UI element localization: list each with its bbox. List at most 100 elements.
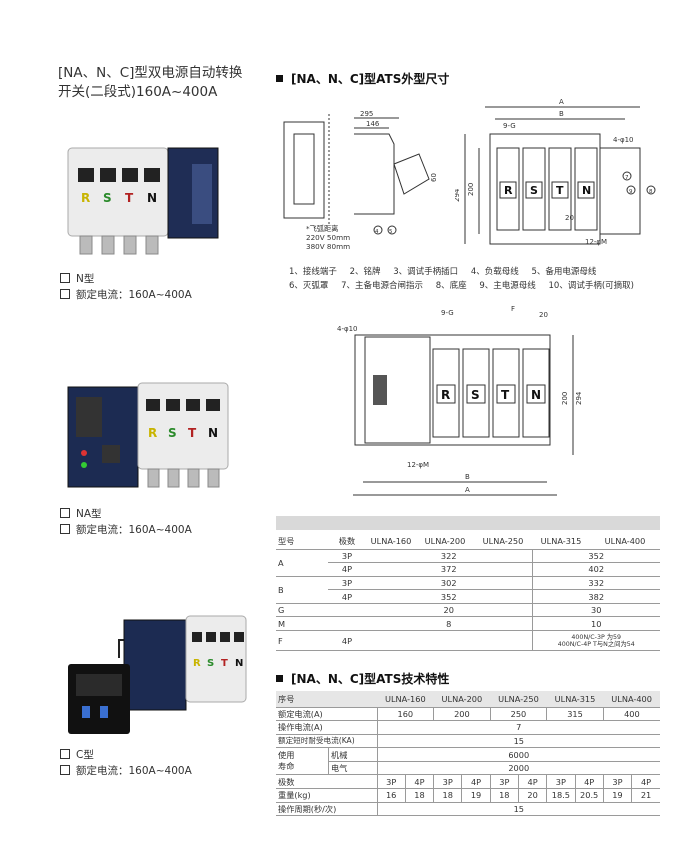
tech-poles-1: 3P bbox=[377, 774, 406, 790]
tech-weight-1: 16 bbox=[377, 788, 406, 803]
table-row: M 8 10 bbox=[276, 616, 660, 632]
dimension-table-band bbox=[276, 516, 660, 530]
photo2-letter-n: N bbox=[208, 426, 218, 440]
na-t: T bbox=[501, 388, 510, 402]
dim-th-160: ULNA-160 bbox=[366, 533, 416, 550]
callout-5: 5 bbox=[389, 229, 393, 235]
left-title: [NA、N、C]型双电源自动转换 开关(二段式)160A~400A bbox=[58, 64, 242, 102]
tech-section-title: [NA、N、C]型ATS技术特性 bbox=[276, 670, 449, 687]
dim-b-top: B bbox=[559, 110, 564, 118]
tech-weight-6: 20 bbox=[518, 788, 548, 803]
tech-cycle-label: 操作周期(秒/次) bbox=[276, 802, 378, 817]
dim-th-200: ULNA-200 bbox=[416, 533, 474, 550]
caption-na: NA型 额定电流：160A~400A bbox=[60, 506, 192, 538]
callout-8: 8 bbox=[649, 189, 653, 195]
dim-row-a4-v2: 402 bbox=[531, 562, 660, 577]
dim3-20: 20 bbox=[539, 311, 548, 319]
table-row: 操作电流(A) 7 bbox=[276, 720, 660, 735]
photo3-letter-t: T bbox=[221, 658, 228, 669]
table-row: B 3P 302 332 bbox=[276, 576, 660, 604]
photo1-letter-s: S bbox=[103, 191, 112, 205]
side-view-diagram: 295 146 60 4 5 bbox=[283, 110, 438, 235]
legend-item-9: 9、主电源母线 bbox=[479, 281, 536, 291]
tech-th-250: ULNA-250 bbox=[490, 691, 547, 708]
dim-row-f-label: F bbox=[276, 630, 328, 652]
tech-weight-label: 重量(kg) bbox=[276, 788, 378, 803]
table-row: G 20 30 bbox=[276, 603, 660, 618]
tech-th-315: ULNA-315 bbox=[546, 691, 604, 708]
front-view-diagram: A B 9-G 4-φ10 R S T N 294 200 20 12-φM 7… bbox=[455, 98, 656, 246]
legend-item-4: 4、负载母线 bbox=[470, 267, 519, 277]
photo2-letter-t: T bbox=[188, 426, 197, 440]
caption-c-type: C型 bbox=[76, 749, 94, 761]
dim-row-b3-v1: 302 bbox=[366, 576, 532, 591]
dim-60: 60 bbox=[430, 173, 438, 182]
dim3-4phi10: 4-φ10 bbox=[337, 325, 358, 333]
front-t: T bbox=[556, 184, 564, 197]
checkbox-square-icon bbox=[60, 273, 70, 283]
table-row: 电气 2000 bbox=[276, 761, 660, 776]
arc-note-title: *飞弧距离 bbox=[306, 224, 339, 233]
caption-na-type: NA型 bbox=[76, 508, 102, 520]
caption-na-current: 额定电流：160A~400A bbox=[76, 524, 192, 536]
tech-poles-3: 3P bbox=[433, 774, 463, 790]
photo3-letter-r: R bbox=[193, 658, 201, 669]
tech-th-160: ULNA-160 bbox=[377, 691, 434, 708]
table-row: 额定短时耐受电流(KA) 15 bbox=[276, 734, 660, 749]
tech-rated-current-315: 315 bbox=[546, 707, 604, 722]
dim-row-a3-poles: 3P bbox=[328, 549, 366, 564]
left-title-line1: [NA、N、C]型双电源自动转换 bbox=[58, 65, 243, 81]
dim3-a: A bbox=[465, 486, 470, 494]
callout-4: 4 bbox=[375, 229, 379, 235]
front-s: S bbox=[530, 184, 538, 197]
dim-row-b3-v2: 332 bbox=[531, 576, 660, 591]
tech-th-index: 序号 bbox=[276, 691, 378, 708]
caption-n-current: 额定电流：160A~400A bbox=[76, 289, 192, 301]
tech-life-mech-label: 机械 bbox=[328, 747, 378, 762]
tech-life-elec-value: 2000 bbox=[377, 761, 660, 776]
front-r: R bbox=[504, 184, 513, 197]
tech-poles-4: 4P bbox=[461, 774, 491, 790]
caption-n: N型 额定电流：160A~400A bbox=[60, 271, 192, 303]
table-row: 额定电流(A) 160 200 250 315 400 bbox=[276, 707, 660, 722]
checkbox-square-icon bbox=[60, 749, 70, 759]
dim-row-a3-v1: 322 bbox=[366, 549, 532, 564]
legend: 1、接线端子 2、铭牌 3、调试手柄插口 4、负载母线 5、备用电源母线 6、灭… bbox=[289, 265, 679, 293]
dim-294-front: 294 bbox=[455, 188, 461, 202]
dimension-section-title: [NA、N、C]型ATS外型尺寸 bbox=[276, 70, 449, 87]
dimension-table: 型号 极数 ULNA-160 ULNA-200 ULNA-250 ULNA-31… bbox=[276, 533, 660, 652]
dim-th-model: 型号 bbox=[276, 533, 328, 550]
dim-row-a4-poles: 4P bbox=[328, 562, 366, 577]
dim-row-m-v2: 10 bbox=[531, 616, 660, 632]
tech-life-elec-label: 电气 bbox=[328, 761, 378, 776]
legend-item-6: 6、灭弧罩 bbox=[289, 281, 329, 291]
table-row: F 4P 400N/C-3P 为59 400N/C-4P T与N之间为54 bbox=[276, 630, 660, 652]
product-photo-n: R S T N bbox=[67, 147, 219, 255]
tech-weight-9: 19 bbox=[603, 788, 633, 803]
photo2-letter-s: S bbox=[168, 426, 177, 440]
photo3-letter-s: S bbox=[207, 658, 214, 669]
dim-row-a4-v1: 372 bbox=[366, 562, 532, 577]
tech-rated-current-200: 200 bbox=[433, 707, 491, 722]
table-row: 4P 352 382 bbox=[276, 589, 660, 604]
arc-note-220v: 220V 50mm bbox=[306, 233, 351, 242]
dim-row-g-v2: 30 bbox=[531, 603, 660, 618]
tech-poles-6: 4P bbox=[518, 774, 548, 790]
table-row: 极数 3P 4P 3P 4P 3P 4P 3P 4P 3P 4P bbox=[276, 774, 660, 790]
table-row: 重量(kg) 16 18 18 19 18 20 18.5 20.5 19 21 bbox=[276, 788, 660, 803]
tech-operating-current-value: 7 bbox=[377, 720, 660, 735]
dim-th-400: ULNA-400 bbox=[590, 533, 660, 550]
tech-poles-10: 4P bbox=[631, 774, 660, 790]
dim-9g-top: 9-G bbox=[503, 122, 516, 130]
checkbox-square-icon bbox=[60, 765, 70, 775]
tech-cycle-value: 15 bbox=[377, 802, 660, 817]
legend-item-7: 7、主备电源合闸指示 bbox=[341, 281, 424, 291]
dim-row-g-v1: 20 bbox=[366, 603, 532, 618]
legend-item-5: 5、备用电源母线 bbox=[531, 267, 597, 277]
dim3-294: 294 bbox=[575, 391, 583, 405]
dim-row-m-label: M bbox=[276, 616, 328, 632]
na-s: S bbox=[471, 388, 480, 402]
dimension-section-title-text: [NA、N、C]型ATS外型尺寸 bbox=[291, 72, 450, 86]
dim3-b: B bbox=[465, 473, 470, 481]
tech-poles-label: 极数 bbox=[276, 774, 378, 790]
